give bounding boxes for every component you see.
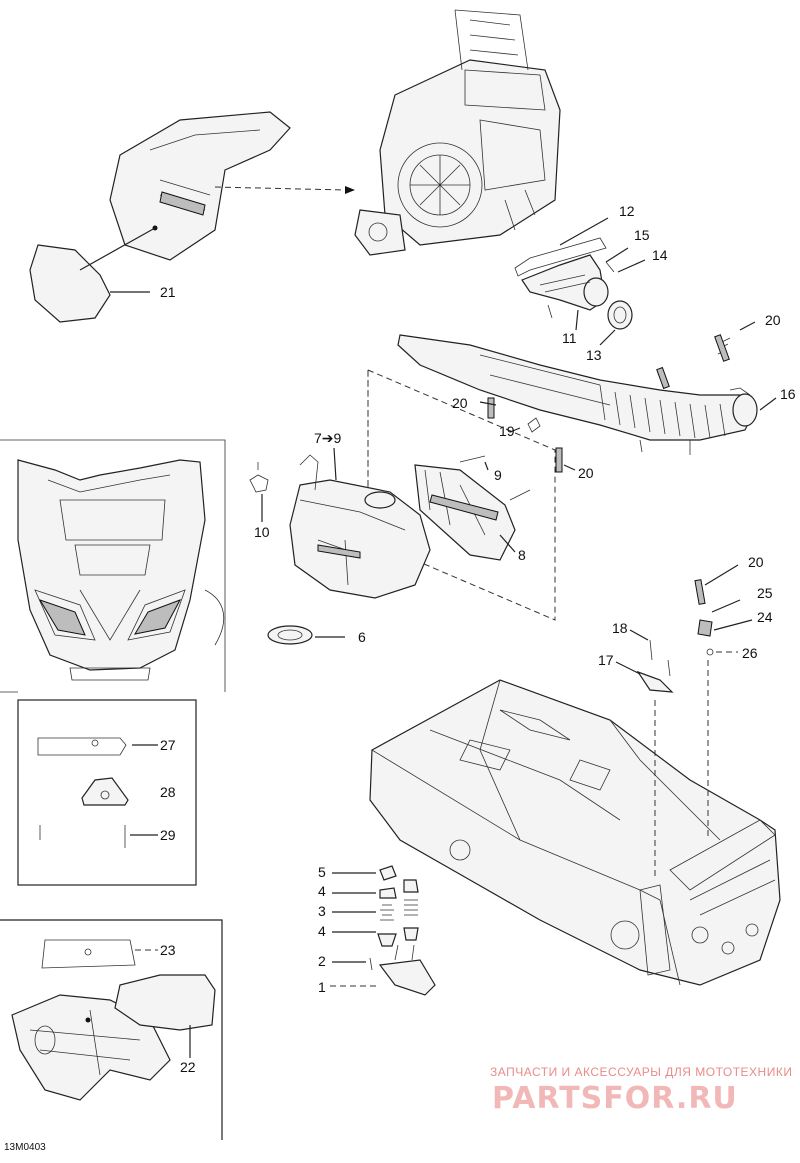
springs [479,321,756,605]
tuned-pipe [397,334,777,455]
callout-10: 10 [254,524,270,540]
watermark: ЗАПЧАСТИ И АКСЕССУАРЫ ДЛЯ МОТОТЕХНИКИ PA… [490,1065,792,1116]
callout-20d: 20 [748,554,764,570]
callout-26: 26 [742,645,758,661]
watermark-logo: PARTSFOR.RU [492,1081,738,1116]
hood-panel [0,439,226,693]
engine-assembly [354,9,561,256]
callout-18: 18 [612,620,628,636]
callout-9: 9 [494,467,502,483]
callout-29: 29 [160,827,176,843]
callout-5: 5 [318,864,326,880]
callout-23: 23 [160,942,176,958]
callout-17: 17 [598,652,614,668]
callout-7-to-9: 7➔9 [314,430,342,446]
callout-labels: 1 2 3 4 4 5 6 7➔9 8 9 10 11 12 13 14 15 … [160,203,796,1075]
callout-19: 19 [499,423,515,439]
callout-24: 24 [757,609,773,625]
callout-1: 1 [318,979,326,995]
callout-20a: 20 [765,312,781,328]
callout-4a: 4 [318,883,326,899]
chassis-frame [369,660,781,986]
callout-6: 6 [358,629,366,645]
air-intake-silencer [29,111,355,323]
diagram-code: 13M0403 [4,1142,46,1153]
callout-20c: 20 [578,465,594,481]
callout-28: 28 [160,784,176,800]
callout-16: 16 [780,386,796,402]
callout-14: 14 [652,247,668,263]
exhaust-manifold-group [514,217,646,346]
callout-27: 27 [160,737,176,753]
callout-4b: 4 [318,923,326,939]
belly-pan-box [0,919,223,1140]
muffler-group [249,369,556,645]
bracket-17-18 [615,629,674,693]
hanger-hardware [697,599,753,656]
decal-box [17,699,197,886]
callout-20b: 20 [452,395,468,411]
callout-2: 2 [318,953,326,969]
callout-3: 3 [318,903,326,919]
callout-8: 8 [518,547,526,563]
engine-mount-stack [330,865,436,996]
callout-12: 12 [619,203,635,219]
callout-11: 11 [562,330,577,346]
callout-21: 21 [160,284,176,300]
callout-22: 22 [180,1059,196,1075]
callout-25: 25 [757,585,773,601]
callout-15: 15 [634,227,650,243]
watermark-tagline: ЗАПЧАСТИ И АКСЕССУАРЫ ДЛЯ МОТОТЕХНИКИ [490,1065,792,1079]
callout-13: 13 [586,347,602,363]
